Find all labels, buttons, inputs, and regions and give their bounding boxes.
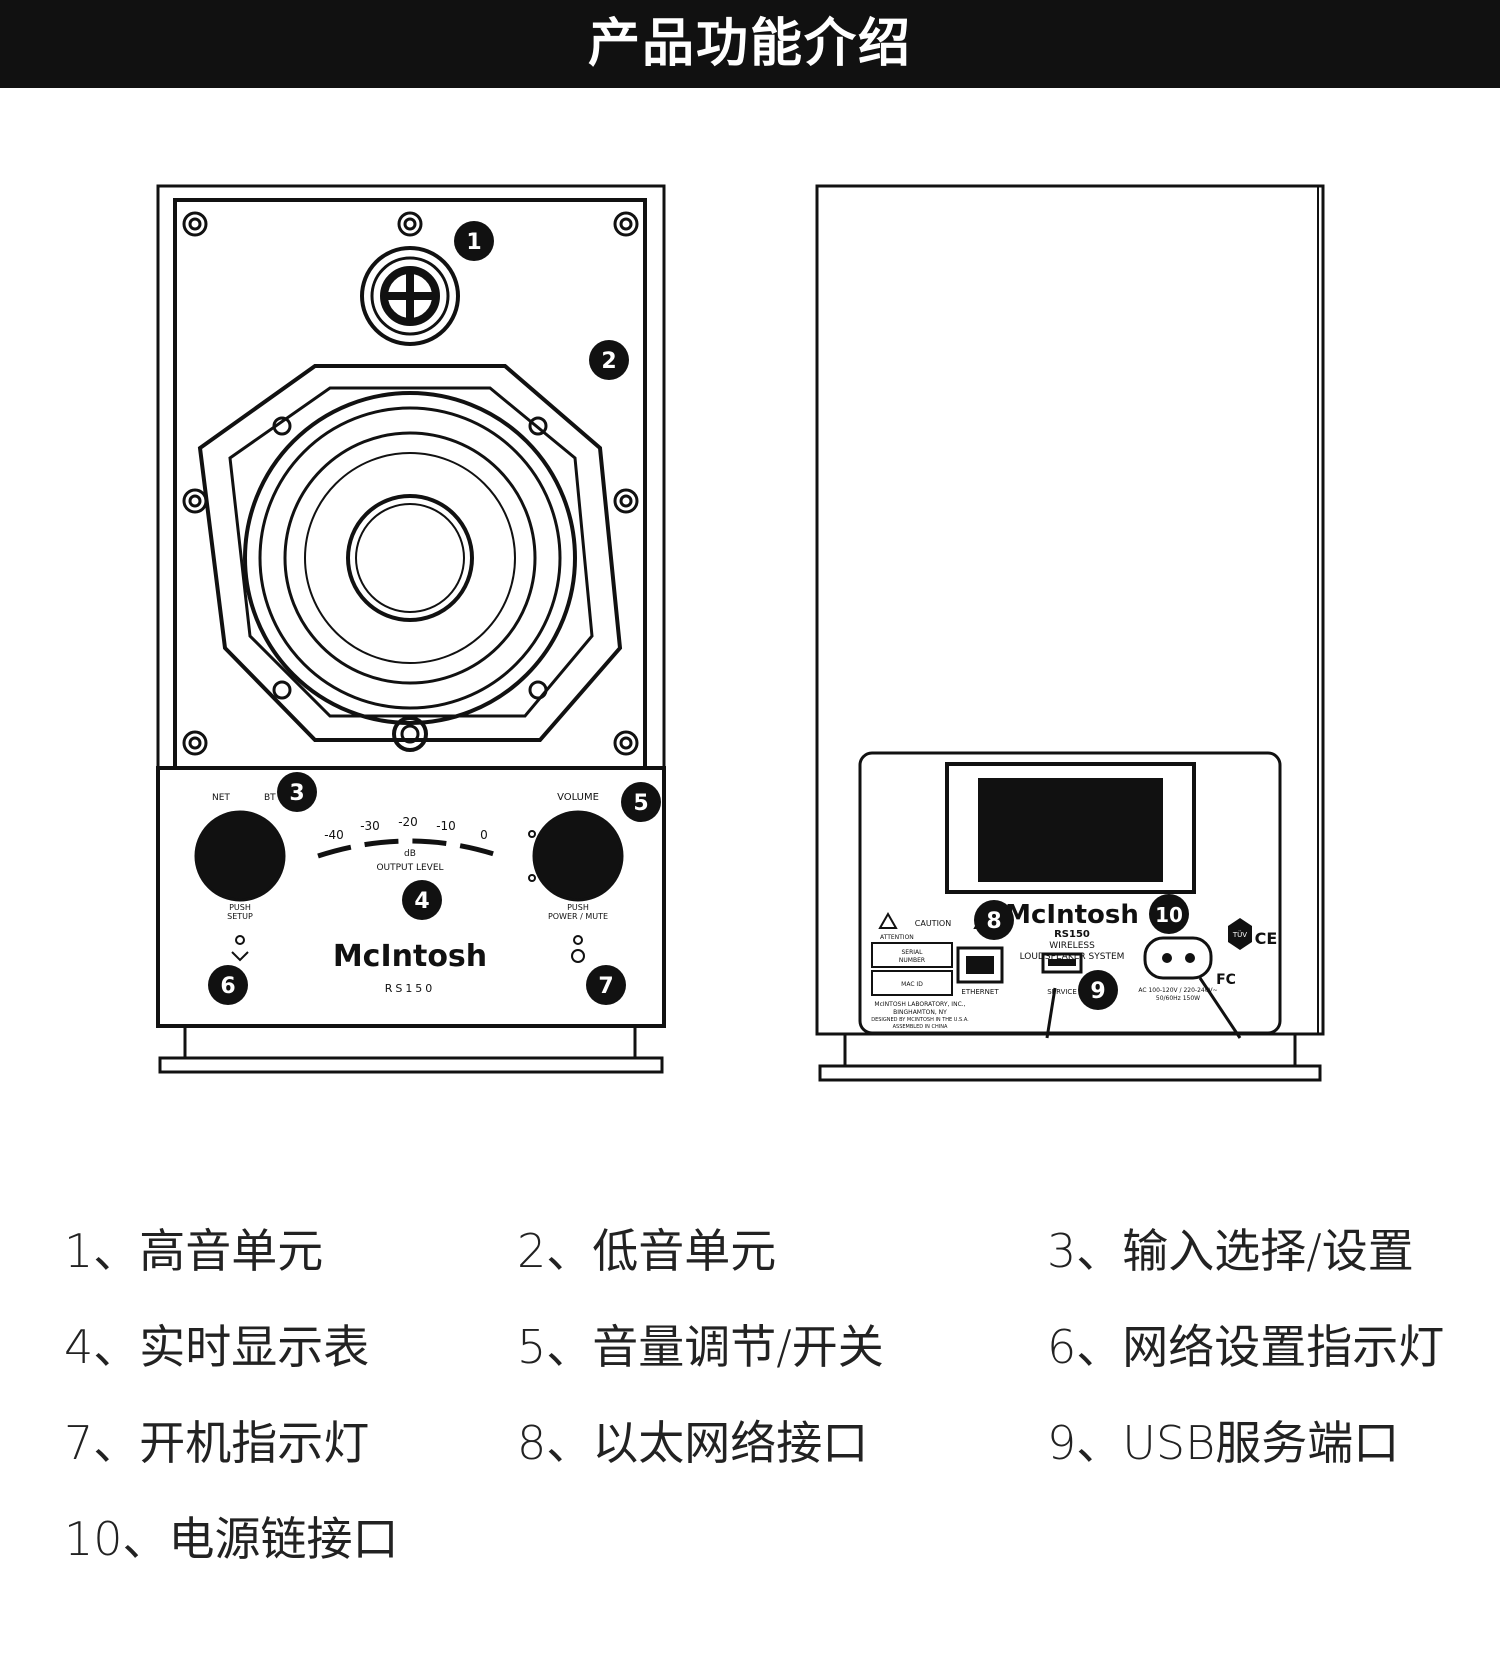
front-model: RS150 xyxy=(385,982,436,995)
front-stand xyxy=(158,1056,664,1074)
callout-5-text: 5 xyxy=(633,791,648,816)
ethernet-port[interactable] xyxy=(956,946,1004,984)
left-knob-label-line1: PUSH xyxy=(229,903,251,912)
bt-label: BT xyxy=(264,793,276,803)
volume-knob xyxy=(532,810,624,902)
legend-item-1: 1、高音单元 xyxy=(64,1224,324,1278)
manufacturer-line3: DESIGNED BY MCINTOSH IN THE U.S.A. xyxy=(871,1017,969,1023)
callout-2-badge xyxy=(589,340,629,380)
power-rating-line1: AC 100-120V / 220-240V~ xyxy=(1138,987,1217,994)
rear-brand-logo: McIntosh xyxy=(1005,900,1139,930)
callout-3-badge xyxy=(277,772,317,812)
legend-item-8: 8、以太网络接口 xyxy=(517,1416,869,1470)
callout-9-text: 9 xyxy=(1090,979,1105,1004)
rear-speaker xyxy=(815,184,1325,1082)
meter-unit: dB xyxy=(404,849,416,859)
callout-1-text: 1 xyxy=(466,230,481,255)
callout-4-badge xyxy=(402,880,442,920)
power-inlet[interactable] xyxy=(1143,936,1213,980)
mac-label-box xyxy=(871,970,953,996)
wifi-icon xyxy=(231,951,249,962)
manufacturer-line4: ASSEMBLED IN CHINA xyxy=(893,1024,948,1030)
callout-10-text: 10 xyxy=(1155,903,1183,927)
power-icon xyxy=(571,949,585,963)
right-knob-label-line2: POWER / MUTE xyxy=(548,912,608,921)
left-knob-label-line2: SETUP xyxy=(227,912,253,921)
legend-item-4: 4、实时显示表 xyxy=(64,1320,370,1374)
caution-triangle-left xyxy=(878,911,898,929)
legend-item-3: 3、输入选择/设置 xyxy=(1047,1224,1414,1278)
manufacturer-line1: McINTOSH LABORATORY, INC., xyxy=(874,1001,965,1008)
rear-stand xyxy=(818,1064,1322,1082)
right-knob-label-line1: PUSH xyxy=(567,903,589,912)
callout-1-badge xyxy=(454,221,494,261)
callout-10-badge xyxy=(1149,894,1189,934)
serial-label-box xyxy=(871,942,953,968)
bass-port-frame xyxy=(945,762,1196,894)
bass-port xyxy=(978,778,1163,882)
callout-3-text: 3 xyxy=(289,781,304,806)
baffle-screws xyxy=(182,211,639,756)
meter-tick-label: -10 xyxy=(436,819,456,833)
callouts: 1 2 3 4 5 6 7 8 9 10 xyxy=(208,221,1189,1010)
knob-led-right xyxy=(528,874,536,882)
meter-tick-label: -40 xyxy=(324,828,344,842)
ethernet-label: ETHERNET xyxy=(961,988,999,996)
callout-7-text: 7 xyxy=(598,974,613,999)
speaker-diagram: NET BT VOLUME -40 -30 -20 -10 0 dB OUTPU… xyxy=(156,184,1325,1082)
tweeter xyxy=(360,246,460,346)
callout-2-text: 2 xyxy=(601,349,616,374)
usb-service-port[interactable] xyxy=(1041,952,1083,974)
meter-tick-label: -30 xyxy=(360,819,380,833)
output-meter-arc xyxy=(317,838,501,859)
front-brand-logo: McIntosh xyxy=(333,939,487,974)
volume-label: VOLUME xyxy=(557,792,599,803)
callout-8-text: 8 xyxy=(986,909,1001,934)
woofer xyxy=(197,364,623,752)
ce-mark: CE xyxy=(1255,929,1278,948)
legend-item-9: 9、USB服务端口 xyxy=(1047,1416,1400,1470)
knob-led-left xyxy=(528,830,536,838)
meter-label: OUTPUT LEVEL xyxy=(376,863,443,873)
legend-item-10: 10、电源链接口 xyxy=(64,1512,399,1566)
attention-text: ATTENTION xyxy=(880,934,914,941)
feature-legend: 1、高音单元 2、低音单元 3、输入选择/设置 4、实时显示表 5、音量调节/开… xyxy=(0,1215,1500,1635)
power-rating-line2: 50/60Hz 150W xyxy=(1156,995,1200,1002)
legend-item-2: 2、低音单元 xyxy=(517,1224,777,1278)
tuv-mark xyxy=(1228,918,1252,950)
rear-product-line1: WIRELESS xyxy=(1049,941,1095,951)
callout-4-text: 4 xyxy=(414,889,429,914)
callout-7-badge xyxy=(586,965,626,1005)
callout-9-badge xyxy=(1078,970,1118,1010)
fcc-mark: FC xyxy=(1216,972,1236,988)
legend-item-6: 6、网络设置指示灯 xyxy=(1047,1320,1445,1374)
manufacturer-line2: BINGHAMTON, NY xyxy=(893,1009,947,1016)
serial-label-line1: SERIAL xyxy=(902,949,924,956)
callout-6-badge xyxy=(208,965,248,1005)
page-title: 产品功能介绍 xyxy=(587,14,912,74)
rear-product-line2: LOUDSPEAKER SYSTEM xyxy=(1020,952,1125,962)
callout-6-text: 6 xyxy=(220,974,235,999)
input-select-knob xyxy=(194,810,286,902)
tuv-text: TÜV xyxy=(1232,930,1247,939)
legend-item-5: 5、音量调节/开关 xyxy=(517,1320,884,1374)
meter-tick-label: -20 xyxy=(398,815,418,829)
mac-id-label: MAC ID xyxy=(901,981,923,988)
power-led xyxy=(573,935,583,945)
network-led xyxy=(235,935,245,945)
meter-tick-label: 0 xyxy=(480,828,488,842)
net-label: NET xyxy=(212,793,230,803)
header-bar xyxy=(0,0,1500,88)
rear-model: RS150 xyxy=(1054,929,1090,940)
callout-5-badge xyxy=(621,782,661,822)
serial-label-line2: NUMBER xyxy=(899,957,925,964)
caution-text: CAUTION xyxy=(915,919,951,928)
callout-8-badge xyxy=(974,900,1014,940)
service-label: SERVICE xyxy=(1047,988,1077,996)
legend-item-7: 7、开机指示灯 xyxy=(64,1416,370,1470)
